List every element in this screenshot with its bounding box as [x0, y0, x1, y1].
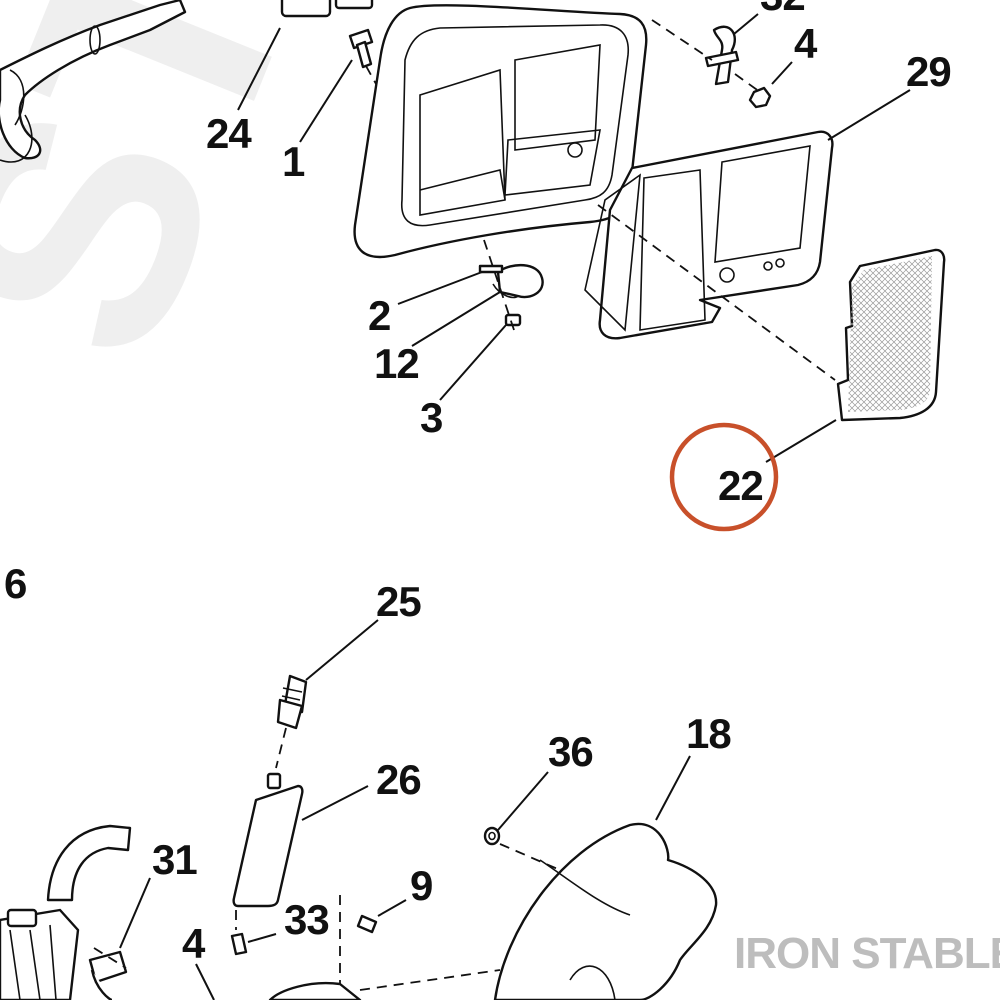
- callout-9: 9: [410, 862, 432, 909]
- hose-part-top-left: [0, 0, 187, 163]
- bolt-part-1: [348, 28, 374, 69]
- callout-33: 33: [284, 896, 329, 943]
- callout-2: 2: [368, 292, 390, 339]
- clip-part-24: [280, 0, 374, 18]
- callout-32: 32: [760, 0, 805, 19]
- callout-22: 22: [718, 462, 763, 509]
- callout-36: 36: [548, 728, 593, 775]
- callout-1: 1: [282, 138, 305, 185]
- bracket-part-32: [704, 25, 740, 86]
- brand-watermark: IRON STABLE: [734, 929, 1000, 978]
- screw-part-9: [356, 914, 378, 934]
- socket-part-12: [478, 264, 544, 327]
- callout-6: 6: [4, 560, 26, 607]
- bulb-part-25: [276, 674, 308, 730]
- washer-part-36: [483, 826, 501, 846]
- callout-18: 18: [686, 710, 731, 757]
- panel-part-26: [232, 772, 304, 908]
- callout-24: 24: [206, 110, 252, 157]
- nut-part-4: [748, 86, 772, 109]
- callout-25: 25: [376, 578, 421, 625]
- frame-part-29: [584, 130, 834, 340]
- callout-31: 31: [152, 836, 197, 883]
- cover-part-18: [493, 822, 718, 1000]
- callout-12: 12: [374, 340, 419, 387]
- callout-29: 29: [906, 48, 951, 95]
- plug-part-33: [230, 932, 248, 956]
- lower-part-edge: [268, 981, 362, 1000]
- hose-part-31: [0, 824, 132, 1000]
- headlamp-housing-part: [353, 4, 648, 259]
- callout-3: 3: [420, 394, 442, 441]
- callout-4-lower: 4: [182, 920, 206, 967]
- callout-4: 4: [794, 20, 818, 67]
- callout-26: 26: [376, 756, 421, 803]
- reflector-lens-part-22: [836, 248, 946, 422]
- highlight-circle: [669, 422, 779, 532]
